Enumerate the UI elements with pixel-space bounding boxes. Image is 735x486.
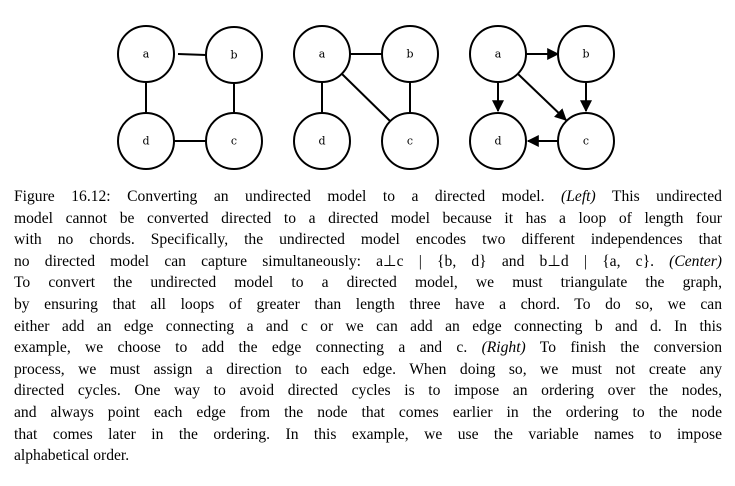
graph-center: a b d c [293,25,439,170]
graph-left: a b d c [117,25,263,170]
node-label: c [231,135,237,148]
node-label: d [142,135,149,148]
node-c: c [205,112,263,170]
edge-a-c [341,73,391,122]
caption-line: example, we choose to add the edge conne… [14,339,722,357]
caption-line: Figure 16.12: Converting an undirected m… [14,188,722,205]
caption-line: and always point each edge from the node… [14,403,722,421]
node-d: d [117,112,175,170]
node-a: a [117,25,175,83]
node-c: c [557,112,615,170]
node-label: a [495,48,502,61]
caption-line: model cannot be converted directed to a … [14,209,722,227]
caption-line: by ensuring that all loops of greater th… [14,295,722,313]
node-d: d [293,112,351,170]
graph-right: a b d c [469,25,615,170]
caption-line: that comes later in the ordering. In thi… [14,425,722,443]
node-b: b [205,26,263,84]
caption-line: either add an edge connecting a and c or… [14,317,722,335]
node-label: a [143,48,150,61]
node-label: b [230,49,237,62]
caption-emphasis: (Right) [481,339,526,357]
node-c: c [381,112,439,170]
caption-line: process, we must assign a direction to e… [14,360,722,378]
caption-line: To convert the undirected model to a dir… [14,274,722,292]
node-a: a [469,25,527,83]
node-label: c [407,135,413,148]
node-label: a [319,48,326,61]
node-label: b [406,48,413,61]
caption-line: alphabetical order. [14,447,130,465]
caption-emphasis: (Left) [561,188,596,205]
node-b: b [557,25,615,83]
caption-line: directed cycles. One way to avoid direct… [14,382,722,400]
arrow-a-to-c [517,73,567,121]
node-d: d [469,112,527,170]
node-label: d [494,135,501,148]
figure-caption: Figure 16.12: Converting an undirected m… [14,186,722,467]
node-label: b [582,48,589,61]
caption-line: no directed model can capture simultaneo… [14,252,722,270]
node-b: b [381,25,439,83]
caption-emphasis: (Center) [669,252,722,270]
node-a: a [293,25,351,83]
graphs-illustration: a b d c a [117,25,615,170]
node-label: d [318,135,325,148]
node-label: c [583,135,589,148]
edge-a-b [177,53,207,56]
caption-line: with no chords. Specifically, the undire… [14,231,722,249]
